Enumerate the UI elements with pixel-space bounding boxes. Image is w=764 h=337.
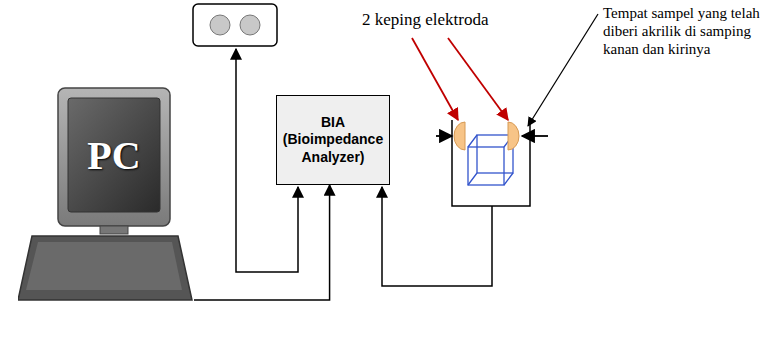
electrode <box>454 122 465 150</box>
computer: PC <box>18 86 194 306</box>
display-unit <box>193 4 277 46</box>
analyzer-box: BIA(Bioimpedance Analyzer) <box>276 95 390 185</box>
display-lamp <box>210 15 230 35</box>
display-lamp <box>240 15 260 35</box>
connector <box>194 185 330 300</box>
sample-holder <box>452 120 530 206</box>
clamp-arrow <box>436 135 452 137</box>
clamp-arrow <box>522 135 548 137</box>
electrode-pointer <box>412 38 458 120</box>
box-heading: BIA <box>321 114 345 132</box>
box-text: (Bioimpedance Analyzer) <box>282 131 384 166</box>
sample-label: Tempat sampel yang telah diberi akrilik … <box>603 4 760 58</box>
leader-line <box>528 14 598 126</box>
electrode-pointer <box>448 38 508 120</box>
sample-container <box>468 135 513 185</box>
electrode-label: 2 keping elektroda <box>362 10 562 30</box>
computer-illustration <box>18 86 194 306</box>
electrode <box>508 122 519 150</box>
sample-wire <box>382 187 492 286</box>
computer-label: PC <box>68 98 160 212</box>
